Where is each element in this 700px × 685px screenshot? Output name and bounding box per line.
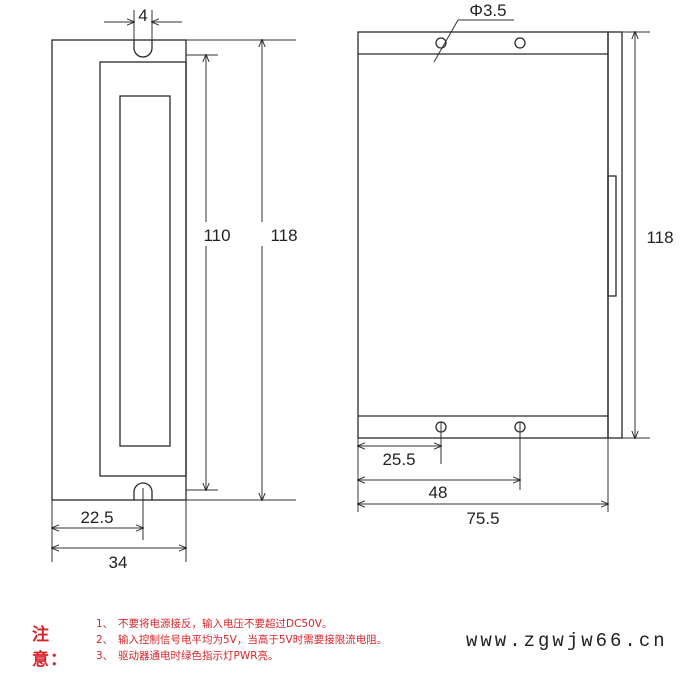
- mount-hole-top-left: [435, 37, 447, 49]
- dim-slot-width: 4: [138, 6, 147, 25]
- note-text: 输入控制信号电平均为5V，当高于5V时需要接限流电阻。: [118, 634, 388, 646]
- bottom-mount-slot: [133, 482, 153, 500]
- note-number: 1、: [96, 618, 114, 630]
- note-item: 1、不要将电源接反，输入电压不要超过DC50V。: [96, 616, 332, 631]
- note-text: 驱动器通电时绿色指示灯PWR亮。: [118, 650, 279, 662]
- front-housing: [357, 31, 609, 439]
- side-inner-panel: [99, 61, 187, 477]
- note-number: 3、: [96, 650, 114, 662]
- dim-front-width: 75.5: [466, 509, 499, 528]
- dim-slot-offset: 22.5: [80, 508, 113, 527]
- front-view: Φ3.5 118 25.5 48 75.5: [358, 1, 680, 528]
- mount-hole-top-right: [514, 37, 526, 49]
- dim-inner-height: 110: [203, 226, 230, 245]
- front-side-tab: [607, 175, 617, 297]
- note-text: 不要将电源接反，输入电压不要超过DC50V。: [118, 618, 333, 630]
- notes-title: 注意：: [32, 625, 68, 670]
- note-item: 3、驱动器通电时绿色指示灯PWR亮。: [96, 648, 279, 663]
- side-view: 4 110 118 22.5 34: [52, 6, 298, 572]
- note-item: 2、输入控制信号电平均为5V，当高于5V时需要接限流电阻。: [96, 632, 387, 647]
- dim-hole-spacing: 48: [429, 483, 448, 502]
- side-window: [119, 95, 171, 447]
- top-mount-slot: [133, 40, 153, 58]
- watermark-url: www.zgwjw66.cn: [466, 630, 668, 652]
- front-side-flange: [607, 31, 623, 439]
- note-number: 2、: [96, 634, 114, 646]
- side-housing: [51, 39, 187, 501]
- dim-front-height: 118: [646, 228, 673, 247]
- dim-total-width: 34: [109, 553, 128, 572]
- dim-hole-offset: 25.5: [382, 450, 415, 469]
- dim-total-height: 118: [270, 226, 297, 245]
- dim-hole-diameter: Φ3.5: [469, 1, 506, 20]
